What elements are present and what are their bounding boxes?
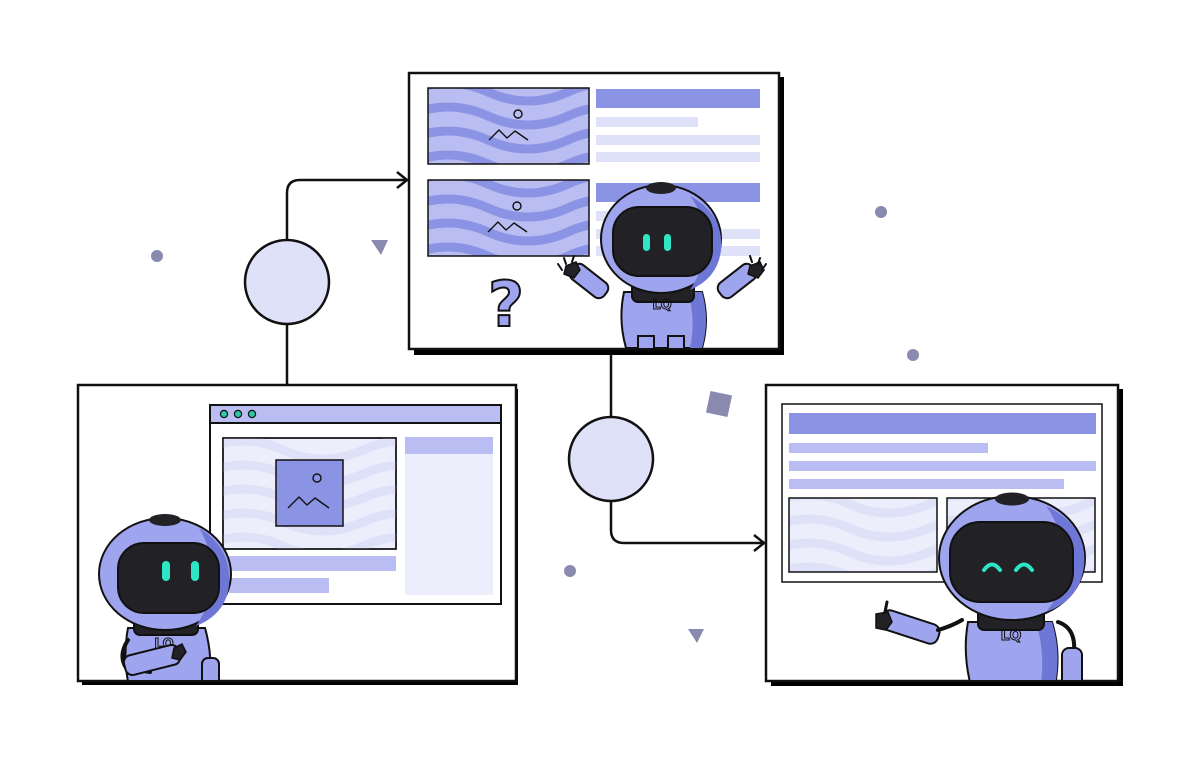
decor-triangle [371, 240, 388, 255]
text-line [596, 135, 760, 145]
image-placeholder-icon [487, 201, 528, 233]
text-line [229, 578, 329, 593]
window-dot [219, 409, 229, 419]
connector-node [243, 238, 331, 326]
robot-logo: LQ [1001, 628, 1022, 644]
robot-mascot-right: LQ [875, 492, 1086, 680]
image-card [427, 87, 590, 165]
sidebar-block [405, 437, 493, 595]
arrow-right-icon [396, 171, 409, 189]
image-card [788, 497, 938, 573]
image-placeholder-icon [275, 459, 344, 527]
sidebar-header [405, 437, 493, 454]
decor-dot [875, 206, 887, 218]
decor-dot [907, 349, 919, 361]
connector-top-to-right [609, 355, 766, 552]
panel-right: LQ [764, 383, 1123, 686]
text-line [789, 443, 988, 453]
window-dot [233, 409, 243, 419]
robot-mascot-left: LQ [98, 514, 232, 680]
panel-top: ? LQ [407, 71, 784, 355]
text-line [789, 479, 1064, 489]
panel-left: LQ [76, 383, 518, 685]
image-card [222, 437, 397, 550]
window-dot [247, 409, 257, 419]
decor-dot [151, 250, 163, 262]
decor-triangle [688, 629, 704, 643]
image-placeholder-icon [488, 109, 529, 141]
text-heading [789, 413, 1096, 434]
text-heading [596, 89, 760, 108]
arrow-right-icon [753, 534, 766, 552]
image-card [427, 179, 590, 257]
decor-dot [564, 565, 576, 577]
text-line [229, 556, 396, 571]
browser-window [209, 404, 502, 605]
connector-left-to-top [285, 171, 409, 385]
robot-logo: LQ [652, 298, 671, 313]
robot-mascot-top: LQ [557, 182, 767, 348]
connector-node [567, 415, 655, 503]
decor-square [705, 390, 733, 418]
question-mark-icon: ? [488, 268, 524, 341]
text-line [596, 152, 760, 162]
text-line [596, 117, 698, 127]
text-line [789, 461, 1096, 471]
